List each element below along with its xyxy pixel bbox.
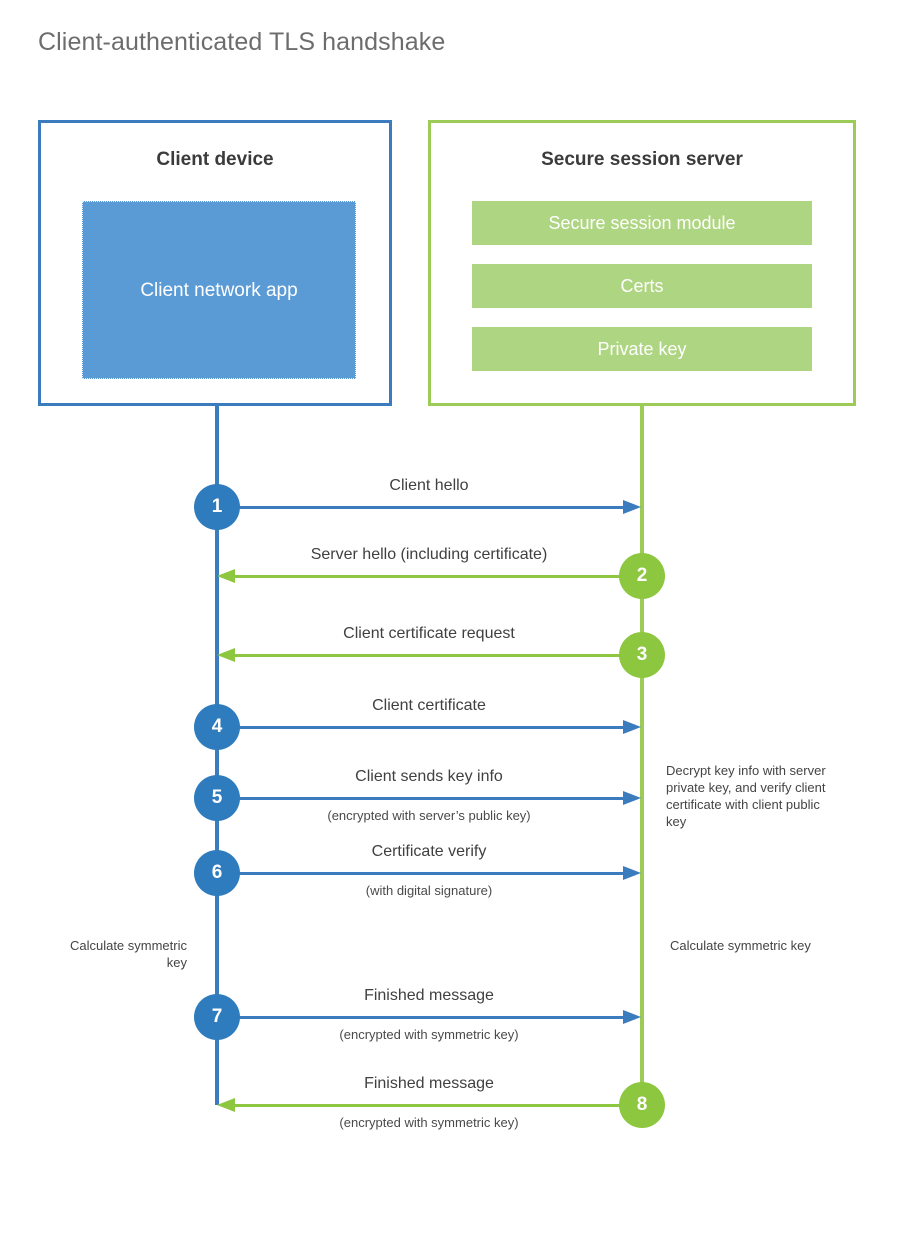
arrow-head-icon [217, 648, 235, 662]
arrow-head-icon [623, 866, 641, 880]
message-sublabel: (encrypted with symmetric key) [339, 1115, 519, 1130]
server-decrypt-note: Decrypt key info with server private key… [666, 763, 826, 829]
arrow-head-icon [623, 1010, 641, 1024]
arrow-line [217, 506, 625, 509]
server-component-label: Private key [597, 338, 687, 359]
server-component-label: Certs [620, 275, 664, 296]
arrow-line [235, 654, 643, 657]
message-label: Finished message [364, 1075, 494, 1092]
arrow-head-icon [217, 569, 235, 583]
arrow-line [217, 872, 625, 875]
message-label: Finished message [364, 987, 494, 1004]
step-number-badge-6: 6 [194, 850, 240, 896]
server-component-private-key: Private key [472, 327, 812, 371]
arrow-head-icon [623, 500, 641, 514]
arrow-head-icon [623, 720, 641, 734]
message-label: Client certificate [372, 697, 486, 714]
arrow-head-icon [623, 791, 641, 805]
client-device-box: Client device Client network app [38, 120, 392, 406]
client-device-title: Client device [156, 149, 274, 170]
step-number-badge-3: 3 [619, 632, 665, 678]
message-label: Client hello [389, 477, 469, 494]
server-lifeline [640, 405, 644, 1105]
arrow-line [235, 1104, 643, 1107]
step-number-badge-7: 7 [194, 994, 240, 1040]
message-label: Client certificate request [343, 625, 515, 642]
arrow-line [217, 1016, 625, 1019]
client-calculate-symmetric-key-note: Calculate symmetric key [69, 938, 187, 970]
message-label: Certificate verify [371, 843, 487, 860]
server-calculate-symmetric-key-note: Calculate symmetric key [670, 938, 811, 953]
step-number-badge-1: 1 [194, 484, 240, 530]
arrow-head-icon [217, 1098, 235, 1112]
step-number-badge-2: 2 [619, 553, 665, 599]
message-label: Server hello (including certificate) [310, 546, 548, 563]
page-title: Client-authenticated TLS handshake [38, 28, 446, 56]
step-number-badge-4: 4 [194, 704, 240, 750]
message-label: Client sends key info [355, 768, 503, 785]
secure-session-server-box: Secure session server Secure session mod… [428, 120, 856, 406]
step-number-badge-5: 5 [194, 775, 240, 821]
client-network-app-block: Client network app [82, 201, 356, 379]
message-sublabel: (encrypted with symmetric key) [339, 1027, 519, 1042]
step-number-badge-8: 8 [619, 1082, 665, 1128]
arrow-line [217, 797, 625, 800]
message-sublabel: (with digital signature) [365, 883, 493, 898]
arrow-line [217, 726, 625, 729]
secure-session-server-title: Secure session server [541, 149, 743, 170]
message-sublabel: (encrypted with server’s public key) [327, 808, 531, 823]
client-network-app-label: Client network app [140, 279, 298, 301]
server-component-label: Secure session module [548, 212, 736, 233]
client-lifeline [215, 405, 219, 1105]
arrow-line [235, 575, 643, 578]
server-component-secure-session-module: Secure session module [472, 201, 812, 245]
server-component-certs: Certs [472, 264, 812, 308]
